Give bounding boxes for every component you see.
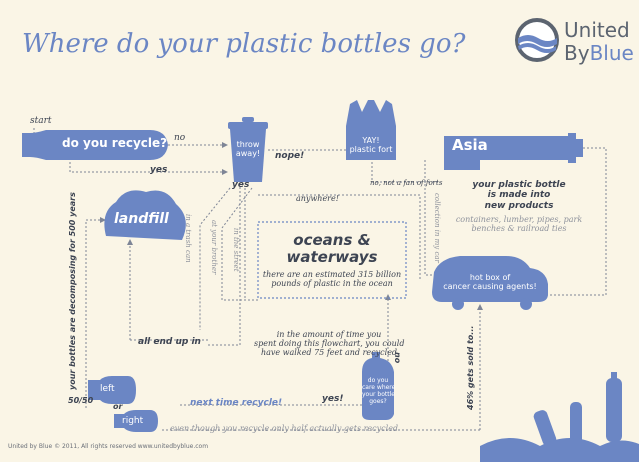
right-label: right <box>122 416 144 426</box>
trash-can-shape <box>228 117 268 182</box>
edge-label-all-end: all end up in <box>138 337 201 347</box>
edge-label-or: or <box>113 402 123 411</box>
edge-label-anywhere: anywhere! <box>296 194 339 203</box>
hotbox-line-1: hot box of <box>469 273 511 282</box>
connector-recycle-yes <box>69 158 222 173</box>
edge-label-nope: nope! <box>275 151 305 161</box>
connector-trash <box>199 187 231 330</box>
logo-united: United <box>564 18 630 42</box>
edge-label-fifty: 50/50 <box>68 396 94 405</box>
connector-street <box>221 187 258 301</box>
asia-text-4: containers, lumber, pipes, park <box>455 215 583 224</box>
logo-by: By <box>564 41 590 65</box>
left-label: left <box>100 384 115 394</box>
edge-label-brother: at your brother <box>210 220 218 275</box>
hotbox-line-2: cancer causing agents! <box>443 282 537 292</box>
recycle-question: do you recycle? <box>62 136 168 150</box>
oceans-box-shape <box>257 221 407 299</box>
connector-decompose <box>85 219 100 408</box>
asia-text-1: your plastic bottle <box>472 180 566 190</box>
edge-label-street: in the street <box>232 228 240 272</box>
edge-label-trash-can: in a trash can <box>184 214 192 263</box>
edge-label-collection: collection in my car <box>433 193 441 263</box>
edge-label-gets-sold: 46% gets sold to... <box>466 325 475 410</box>
oceans-line-1: oceans & <box>293 231 371 249</box>
edge-label-no: no <box>174 133 186 143</box>
connector-throw-down <box>208 183 241 346</box>
fort-line-2: plastic fort <box>349 145 393 155</box>
asia-text-5: benches & railroad ties <box>471 224 567 234</box>
footer-copyright: United by Blue © 2011, All rights reserv… <box>8 443 209 450</box>
oceans-line-2: waterways <box>286 248 378 267</box>
asia-shape <box>444 133 583 170</box>
ocean-waves-shape <box>480 372 639 462</box>
care-bottle-shape <box>362 352 394 420</box>
logo-byblue: ByBlue <box>564 42 634 65</box>
throw-line-1: throw <box>236 140 260 149</box>
page-title: Where do your plastic bottles go? <box>22 29 466 59</box>
asia-text-3: new products <box>484 200 554 211</box>
edge-label-decomposing: your bottles are decomposing for 500 yea… <box>68 192 77 390</box>
fort-line-1: YAY! <box>362 136 380 145</box>
time-text-3: have walked 75 feet and recycled <box>260 348 398 358</box>
oceans-text-1: there are an estimated 315 billion <box>262 270 402 279</box>
start-label: start <box>30 116 52 126</box>
oceans-text-2: pounds of plastic in the ocean <box>271 279 393 289</box>
asia-text-2: is made into <box>487 190 551 201</box>
edge-label-no-2: no <box>393 352 402 364</box>
connector-fort-asia <box>371 162 440 183</box>
care-line-4: goes? <box>369 397 387 405</box>
edge-label-next-time: next time recycle! <box>190 398 283 408</box>
edge-label-yes-2: yes <box>232 180 250 190</box>
care-line-2: care where <box>362 383 396 391</box>
connector-anywhere <box>258 194 421 280</box>
plastic-fort-shape <box>346 100 396 160</box>
car-shape <box>432 256 548 310</box>
logo-blue: Blue <box>589 41 634 65</box>
edge-label-half: even though you recycle only half actual… <box>170 424 399 433</box>
time-text-2: spent doing this flowchart, you could <box>254 339 405 349</box>
asia-label: Asia <box>452 136 488 154</box>
throw-line-2: away! <box>235 149 261 159</box>
care-line-1: do you <box>367 377 389 384</box>
landfill-label: landfill <box>114 211 169 227</box>
edge-label-yes-3: yes! <box>322 394 344 404</box>
plastic-fort-label: YAY!plastic fort <box>346 136 396 154</box>
care-line-3: your bottle <box>362 390 395 398</box>
edge-label-yes-1: yes <box>150 165 168 175</box>
bottle-recycle-shape <box>22 130 168 160</box>
landfill-shape <box>104 190 186 240</box>
left-bottle-shape <box>88 376 136 404</box>
time-text-1: in the amount of time you <box>276 330 382 339</box>
united-by-blue-logo-mark <box>515 18 559 62</box>
edge-label-not-fan: no, not a fan of forts <box>370 179 443 187</box>
oceans-heading: oceans &waterways <box>258 231 406 267</box>
right-bottle-shape <box>114 410 158 432</box>
